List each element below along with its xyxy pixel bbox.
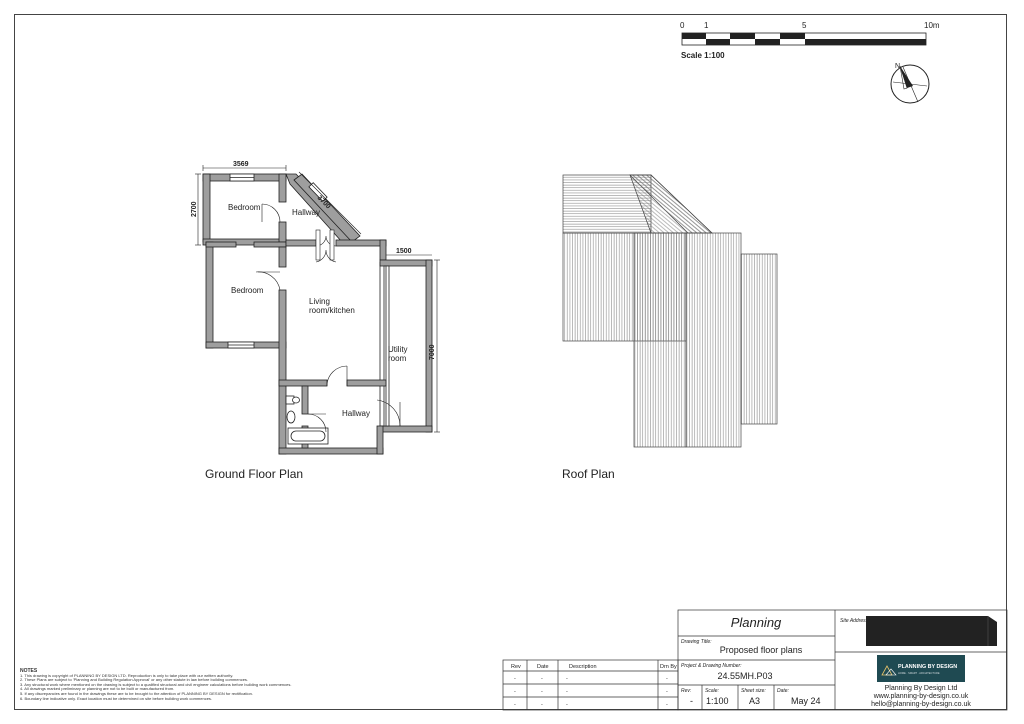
note-line: 2. These Plans are subject to 'Planning … <box>20 677 249 683</box>
rev-header-drn: Drn By <box>660 664 677 670</box>
drawing-notes: NOTES 1. This drawing is copyright of PL… <box>20 669 320 701</box>
rev-cell: - <box>666 676 668 682</box>
roof-plan <box>562 174 778 448</box>
rev-header-desc: Description <box>569 664 597 670</box>
company-name: Planning By Design Ltd <box>885 685 958 692</box>
note-line: 3. Any structural work where mentioned o… <box>20 681 292 687</box>
company-details: Planning By Design Ltd www.planning-by-d… <box>871 685 971 708</box>
company-email: hello@planning-by-design.co.uk <box>871 701 971 708</box>
rev-cell: - <box>666 689 668 695</box>
dim-utility-height: 7000 <box>429 344 436 360</box>
roof-plan-title: Roof Plan <box>562 467 615 481</box>
sheet-border <box>14 14 1007 710</box>
scale-label: Scale: <box>705 688 720 694</box>
room-label-hallway-top: Hallway <box>292 208 320 217</box>
room-label-utility-2: room <box>388 354 407 363</box>
rev-header-rev: Rev <box>511 664 521 670</box>
scale-tick-5: 5 <box>802 21 807 30</box>
room-label-bedroom-top: Bedroom <box>228 203 261 212</box>
rev-label: Rev: <box>681 688 692 694</box>
revision-table <box>502 659 679 711</box>
note-line: 1. This drawing is copyright of PLANNING… <box>20 672 234 678</box>
drawing-title: Proposed floor plans <box>720 645 803 655</box>
logo-tagline: HOME · SMART · ARCHITECTURE <box>898 671 940 675</box>
scale-tick-1: 1 <box>704 21 709 30</box>
rev-cell: - <box>541 676 543 682</box>
note-line: 4. All drawings marked preliminary or pl… <box>20 686 175 692</box>
drawing-title-label: Drawing Title: <box>681 639 712 645</box>
company-logo: PLANNING BY DESIGN HOME · SMART · ARCHIT… <box>877 655 965 682</box>
rev-value: - <box>690 696 693 706</box>
rev-cell: - <box>541 689 543 695</box>
site-address-redaction <box>866 616 997 646</box>
scale-value: 1:100 <box>706 696 729 706</box>
rev-cell: - <box>566 676 568 682</box>
room-label-living-2: room/kitchen <box>309 306 355 315</box>
room-label-living-1: Living <box>309 297 330 306</box>
notes-heading: NOTES <box>20 668 38 674</box>
rev-cell: - <box>514 676 516 682</box>
date-value: May 24 <box>791 696 821 706</box>
room-label-bedroom-left: Bedroom <box>231 286 264 295</box>
rev-cell: - <box>514 702 516 708</box>
north-label: N <box>895 63 900 70</box>
sheet-size-label: Sheet size: <box>741 688 766 694</box>
room-label-utility-1: Utility <box>388 345 408 354</box>
scale-tick-10: 10m <box>924 21 940 30</box>
scale-caption: Scale 1:100 <box>681 51 725 60</box>
sheet-size-value: A3 <box>749 696 760 706</box>
ground-floor-title: Ground Floor Plan <box>205 467 303 481</box>
company-website: www.planning-by-design.co.uk <box>873 693 969 700</box>
rev-cell: - <box>666 702 668 708</box>
rev-cell: - <box>514 689 516 695</box>
dim-top-width: 3569 <box>233 161 249 168</box>
site-address-label: Site Address: <box>840 618 870 624</box>
scale-bar: 0 1 5 10m Scale 1:100 <box>680 21 940 60</box>
note-line: 6. Boundary line indicative only. Exact … <box>20 695 213 701</box>
ground-floor-labels: 3569 2700 3700 1500 7000 Bedroom Hallway… <box>191 161 436 481</box>
title-block-text: Planning Drawing Title: Proposed floor p… <box>681 615 870 706</box>
title-block <box>677 609 1008 711</box>
date-label: Date: <box>777 688 790 694</box>
stage-label: Planning <box>731 615 782 630</box>
project-number: 24.55MH.P03 <box>717 671 772 681</box>
dim-left-height: 2700 <box>191 201 198 217</box>
room-label-hallway-bottom: Hallway <box>342 409 370 418</box>
north-arrow-icon: N <box>890 63 930 104</box>
ground-floor-plan <box>195 165 440 455</box>
logo-text: PLANNING BY DESIGN <box>898 664 957 670</box>
project-number-label: Project & Drawing Number: <box>681 663 742 669</box>
scale-tick-0: 0 <box>680 21 685 30</box>
revision-table-text: Rev Date Description Drn By - - - - - - … <box>511 664 677 708</box>
dim-utility-width: 1500 <box>396 248 412 255</box>
note-line: 5. If any discrepancies are found in the… <box>20 690 253 696</box>
rev-cell: - <box>566 702 568 708</box>
rev-cell: - <box>566 689 568 695</box>
rev-cell: - <box>541 702 543 708</box>
rev-header-date: Date <box>537 664 549 670</box>
